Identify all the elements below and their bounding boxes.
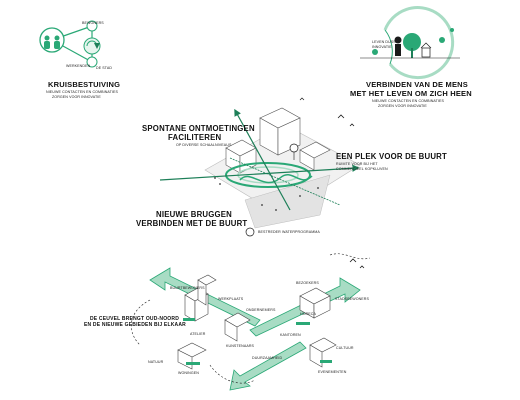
- house-icon: [421, 47, 431, 58]
- network-tag: NATUUR: [148, 360, 164, 364]
- connect-people-subtitle-line-1: NIEUWE CONTACTEN EN COMBINATIES: [372, 99, 445, 103]
- network-tag: STADSBEWONERS: [335, 297, 369, 301]
- network-tag: BEZOEKERS: [296, 281, 319, 285]
- network-tag: DUURZAAMHEID: [252, 356, 283, 360]
- connect-people-title-line-1: VERBINDEN VAN DE MENS: [366, 80, 468, 89]
- residents-node-icon: [86, 20, 98, 32]
- network-tag: KANTOREN: [280, 333, 301, 337]
- network-tag: KUNSTENAARS: [226, 344, 255, 348]
- person-icon: [394, 36, 402, 44]
- tree-icon: [403, 33, 421, 51]
- workers-node-icon: [39, 27, 65, 53]
- node-label-workers: WERKENDEN: [66, 64, 91, 68]
- spontaneous-meetings-title-line-2: FACILITEREN: [168, 133, 222, 142]
- human-environment-diagram: [360, 6, 460, 80]
- network-caption-line-1: DE CEUVEL BRENGT OUD-NOORD: [90, 316, 180, 322]
- network-tag: ONDERNEMERS: [246, 308, 276, 312]
- recycle-icon: [83, 37, 101, 55]
- network-tag: HORECA: [300, 312, 316, 316]
- cross-pollination-diagram: [39, 20, 101, 68]
- node-label-residents: BEWONERS: [82, 21, 104, 25]
- water-programme-label: BESTREDER WATERPROGRAMMA: [258, 230, 320, 234]
- cross-pollination-title: KRUISBESTUIVING: [48, 80, 121, 89]
- site-isometric-diagram: [159, 97, 361, 237]
- neighbourhood-place-subtitle-line-2: COMMERCIEEL KOPKLUVEN: [336, 167, 388, 171]
- network-diagram: [131, 253, 371, 391]
- network-tag: ATELIER: [190, 332, 206, 336]
- spontaneous-meetings-title-line-1: SPONTANE ONTMOETINGEN: [142, 124, 255, 133]
- new-bridges-title-line-1: NIEUWE BRUGGEN: [156, 210, 233, 219]
- tag-line-1: LEVEN DUSSE: [372, 40, 399, 44]
- network-tag: WERKPLAATS: [218, 297, 244, 301]
- network-tag: EVENEMENTEN: [318, 370, 347, 374]
- neighbourhood-place-title: EEN PLEK VOOR DE BUURT: [336, 152, 447, 161]
- node-label-city: DE STAD: [96, 66, 113, 70]
- cross-pollination-subtitle-line-2: ZORGEN VOOR INNOVATIE: [52, 95, 101, 99]
- city-node-icon: [86, 56, 98, 68]
- neighbourhood-place-subtitle-line-1: RUIMTE VOOR BIJ HET: [336, 162, 378, 166]
- network-tag: WONINGEN: [178, 371, 199, 375]
- network-tag: BUURTBEWONERS: [170, 286, 205, 290]
- network-caption-line-2: EN DE NIEUWE GEBIEDEN BIJ ELKAAR: [84, 322, 186, 328]
- connect-people-subtitle-line-2: ZORGEN VOOR INNOVATIE: [378, 104, 427, 108]
- connect-people-title-line-2: MET HET LEVEN OM ZICH HEEN: [350, 89, 472, 98]
- new-bridges-title-line-2: VERBINDEN MET DE BUURT: [136, 219, 248, 228]
- cross-pollination-subtitle-line-1: NIEUWE CONTACTEN EN COMBINATIES: [46, 90, 119, 94]
- spontaneous-meetings-subtitle: OP DIVERSE SCHAALNIVEAUS: [176, 143, 232, 147]
- network-tag: CULTUUR: [336, 346, 354, 350]
- tag-line-2: INNOVATIE: [372, 45, 392, 49]
